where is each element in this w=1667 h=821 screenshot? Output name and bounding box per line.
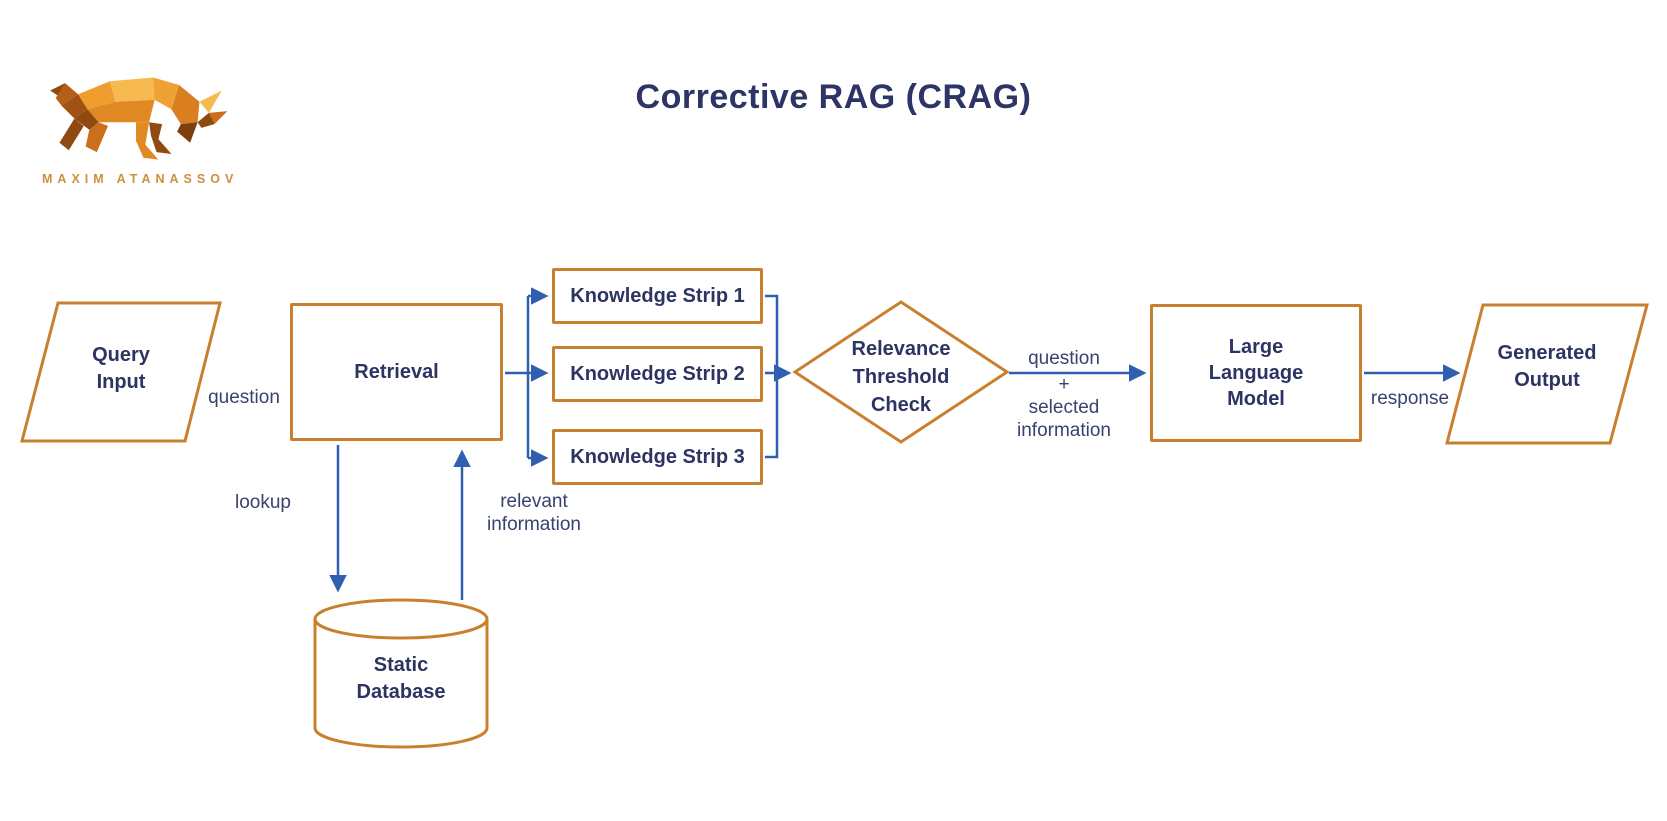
brand-wordmark: MAXIM ATANASSOV	[42, 172, 239, 186]
node-llm: Large Language Model	[1150, 304, 1362, 442]
edge-strips-merge-right	[765, 294, 779, 459]
node-retrieval: Retrieval	[290, 303, 503, 441]
edge-label-question-plus-top: question	[1028, 348, 1100, 369]
node-knowledge-strip-3: Knowledge Strip 3	[552, 429, 763, 485]
brand-logo: MAXIM ATANASSOV	[42, 70, 239, 186]
generated-output-shape	[1445, 303, 1649, 445]
static-database-shape	[313, 619, 489, 749]
static-database-top	[313, 598, 489, 640]
diagram-title: Corrective RAG (CRAG)	[635, 78, 1032, 116]
node-knowledge-strip-1: Knowledge Strip 1	[552, 268, 763, 324]
bull-logo-icon	[50, 77, 228, 160]
node-knowledge-strip-2: Knowledge Strip 2	[552, 346, 763, 402]
edge-label-response: response	[1370, 388, 1450, 409]
relevance-check-shape	[792, 300, 1010, 444]
edge-label-question-plus-bottom: + selected information	[1017, 374, 1111, 441]
query-input-shape	[20, 301, 222, 443]
edge-label-relevant-information: relevant information	[487, 491, 581, 535]
edge-label-lookup: lookup	[235, 492, 291, 513]
edge-label-question: question	[208, 387, 280, 408]
